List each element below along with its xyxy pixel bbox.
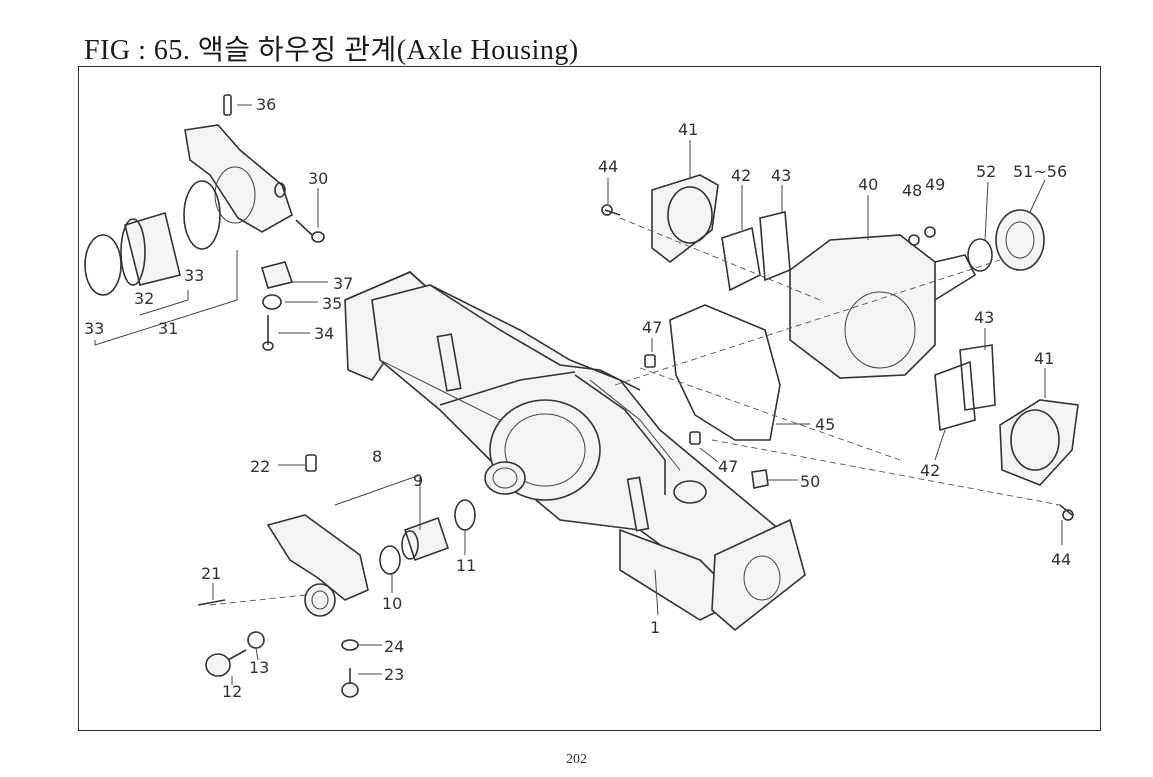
label-12: 12 — [222, 682, 242, 701]
right-side-parts — [209, 174, 1079, 606]
label-34: 34 — [314, 324, 334, 343]
label-11: 11 — [456, 556, 476, 575]
label-42-top: 42 — [731, 166, 751, 185]
label-8: 8 — [372, 447, 382, 466]
label-37: 37 — [333, 274, 353, 293]
label-9: 9 — [413, 471, 423, 490]
label-47-top: 47 — [642, 318, 662, 337]
label-31: 31 — [158, 319, 178, 338]
axle-housing-body — [344, 271, 806, 632]
label-44-top: 44 — [598, 157, 618, 176]
label-13: 13 — [249, 658, 269, 677]
label-52: 52 — [976, 162, 996, 181]
label-42-bottom: 42 — [920, 461, 940, 480]
label-33-upper: 33 — [184, 266, 204, 285]
label-33-left: 33 — [84, 319, 104, 338]
page-number: 202 — [566, 752, 587, 767]
upper-bracket-assembly — [84, 94, 325, 351]
label-48: 48 — [902, 181, 922, 200]
label-43-top: 43 — [771, 166, 791, 185]
diagram-frame — [78, 66, 1101, 731]
label-49: 49 — [925, 175, 945, 194]
label-50: 50 — [800, 472, 820, 491]
label-47-bottom: 47 — [718, 457, 738, 476]
label-36: 36 — [256, 95, 276, 114]
label-45: 45 — [815, 415, 835, 434]
leader-lines — [212, 104, 1063, 685]
label-44-bottom: 44 — [1051, 550, 1071, 569]
label-30: 30 — [308, 169, 328, 188]
label-10: 10 — [382, 594, 402, 613]
label-35: 35 — [322, 294, 342, 313]
label-51-56: 51~56 — [1013, 162, 1067, 181]
label-1: 1 — [650, 618, 660, 637]
label-22: 22 — [250, 457, 270, 476]
label-24: 24 — [384, 637, 404, 656]
label-40: 40 — [858, 175, 878, 194]
label-21: 21 — [201, 564, 221, 583]
label-41-top: 41 — [678, 120, 698, 139]
label-43-bottom: 43 — [974, 308, 994, 327]
label-41-bottom: 41 — [1034, 349, 1054, 368]
lower-bracket-assembly — [197, 454, 476, 698]
figure-title: FIG : 65. 액슬 하우징 관계(Axle Housing) — [84, 35, 579, 66]
part-labels: 36 30 33 32 33 31 37 35 34 41 44 42 43 4… — [84, 95, 1071, 701]
label-32: 32 — [134, 289, 154, 308]
label-23: 23 — [384, 665, 404, 684]
